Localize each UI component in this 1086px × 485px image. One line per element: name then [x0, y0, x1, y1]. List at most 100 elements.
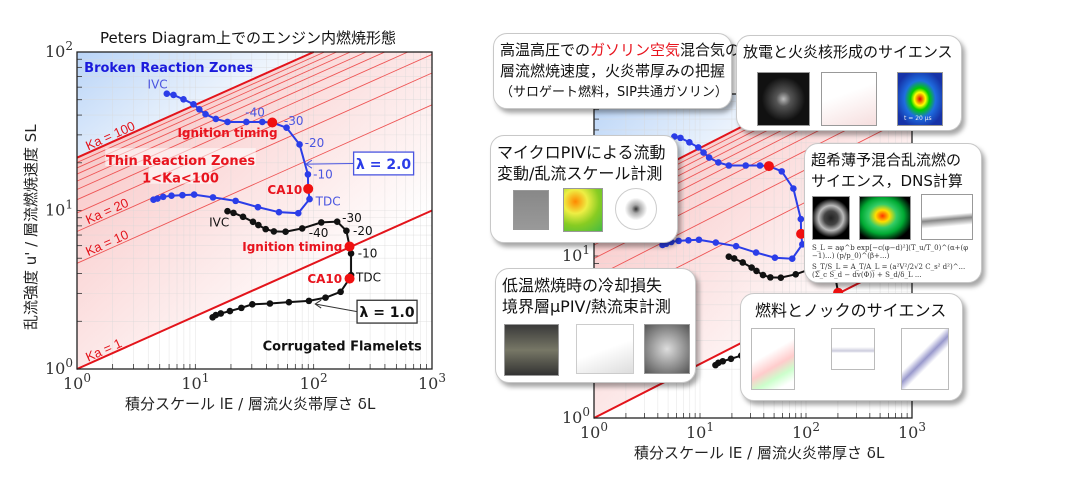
region-label: Thin Reaction Zones — [106, 154, 255, 169]
data-point — [306, 195, 313, 203]
data-point — [686, 139, 693, 146]
data-point — [347, 250, 355, 257]
y-axis-label: 乱流強度 u' / 層流燃焼速度 SL — [22, 124, 40, 330]
data-point — [788, 255, 796, 263]
data-point — [752, 249, 760, 256]
turbulent-speed-equation: S_T/S_L = A_T/A_L = (a²V²/2√2 C_s² d²)^.… — [812, 263, 966, 279]
data-point — [712, 239, 720, 246]
data-point — [730, 255, 738, 262]
x-tick-label: 101 — [686, 420, 714, 442]
region-label: Broken Reaction Zones — [84, 61, 253, 76]
data-point — [732, 242, 740, 250]
x-tick-label: 100 — [63, 371, 91, 393]
data-point — [249, 218, 257, 226]
point-annotation: -20 — [305, 136, 325, 150]
data-point — [767, 274, 774, 281]
ignition-delay-plot — [751, 328, 795, 390]
data-point — [190, 100, 197, 108]
data-point — [195, 105, 203, 113]
data-point — [759, 271, 767, 279]
data-point — [778, 168, 786, 175]
data-point — [797, 215, 805, 223]
data-point — [739, 259, 747, 266]
ka-line-1 — [76, 209, 433, 370]
data-point — [792, 270, 800, 278]
data-point — [799, 241, 806, 248]
point-annotation: Ignition timing — [242, 240, 342, 254]
data-point — [790, 185, 797, 192]
data-point — [727, 355, 735, 363]
callout-text: 境界層μPIV/熱流束計測 — [502, 297, 671, 316]
point-annotation: IVC — [148, 78, 168, 92]
y-tick-label: 101 — [562, 243, 590, 265]
data-point — [159, 193, 167, 201]
piv-photo — [513, 190, 549, 230]
data-point — [163, 90, 171, 97]
callout-fuel-knock: 燃料とノックのサイエンス — [740, 293, 963, 401]
legend-arrow — [305, 162, 354, 165]
region-label: Corrugated Flamelets — [263, 340, 422, 355]
data-point — [322, 294, 329, 301]
x-tick-label: 102 — [792, 420, 820, 442]
data-point — [262, 225, 269, 233]
data-point — [212, 115, 220, 123]
data-point — [725, 253, 733, 261]
piv-velocity-map — [563, 188, 603, 232]
data-point — [659, 241, 666, 249]
data-point — [150, 196, 157, 203]
data-point — [677, 134, 684, 142]
experiment-photo — [504, 324, 559, 376]
legend-arrow — [315, 303, 358, 313]
data-point — [249, 300, 256, 308]
data-point — [266, 300, 274, 307]
data-point — [725, 162, 733, 169]
dns-profile-plot — [921, 194, 973, 240]
point-annotation: TDC — [315, 195, 341, 209]
arrow-head-icon — [314, 299, 322, 309]
data-point — [224, 207, 231, 215]
point-annotation: -30 — [284, 114, 304, 128]
data-point — [226, 307, 234, 315]
data-point — [712, 361, 719, 369]
dns-field-image — [859, 196, 911, 240]
callout-text: 混合気の — [680, 41, 741, 59]
data-point — [715, 159, 722, 166]
y-tick-label: 102 — [45, 39, 73, 61]
callout-text-highlight: ガソリン空気 — [590, 41, 681, 59]
data-point — [179, 191, 186, 199]
data-point — [305, 297, 313, 305]
image-caption: t = 20 μs — [904, 115, 932, 122]
data-point — [190, 191, 198, 198]
label-backdrop — [148, 165, 213, 184]
data-point — [304, 171, 312, 178]
callout-subtext: （サロゲート燃料，SIP共通ガソリン） — [500, 85, 728, 100]
x-tick-label: 102 — [300, 371, 328, 393]
data-point — [230, 209, 237, 217]
chart-title: Peters Diagram上でのエンジン内燃焼形態 — [100, 29, 397, 47]
data-point — [285, 298, 293, 306]
callout-text: 層流燃焼速度，火炎帯厚みの把握 — [500, 62, 726, 80]
callout-discharge: 放電と火炎核形成のサイエンス t = 20 μs — [736, 35, 962, 131]
data-point — [232, 197, 239, 205]
data-point — [298, 225, 306, 232]
pressure-trace-plot — [831, 328, 875, 370]
flame-kernel-image: t = 20 μs — [897, 72, 943, 126]
boundary-layer-plot — [576, 324, 634, 374]
point-annotation: -10 — [358, 247, 378, 261]
data-point — [771, 254, 779, 262]
data-point — [705, 154, 713, 161]
point-annotation: Ignition timing — [177, 126, 277, 140]
data-point — [238, 304, 245, 312]
x-axis-label: 積分スケール lE / 層流火炎帯厚さ δL — [125, 395, 376, 413]
x-tick-label: 101 — [181, 371, 209, 393]
data-point — [209, 194, 217, 201]
data-point — [343, 227, 350, 235]
callout-title: 放電と火炎核形成のサイエンス — [743, 43, 953, 61]
flame-photo — [812, 196, 850, 240]
data-point — [258, 118, 266, 126]
data-point — [337, 288, 344, 296]
ka-line-30 — [76, 54, 433, 214]
data-point — [742, 162, 750, 169]
data-point — [270, 228, 278, 235]
